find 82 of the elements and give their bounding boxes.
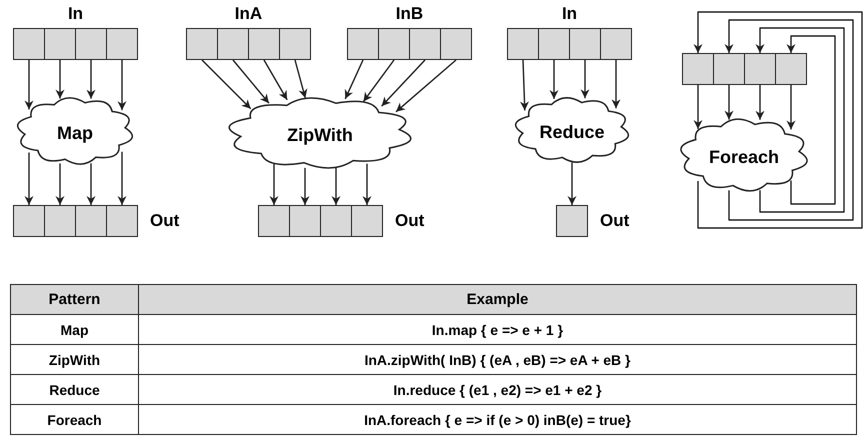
table-cell: In.reduce { (e1 , e2) => e1 + e2 }: [138, 374, 856, 404]
array-cell: [351, 205, 383, 237]
array-cell: [569, 28, 601, 60]
array-cell: [682, 53, 714, 85]
array-cell: [775, 53, 807, 85]
table-cell: Foreach: [10, 404, 138, 434]
arrow: [694, 85, 702, 129]
arrow: [568, 162, 576, 205]
array-cell: [13, 205, 45, 237]
cloud-label: Reduce: [539, 121, 605, 143]
array-cell: [44, 205, 76, 237]
arrow: [362, 60, 395, 102]
array-cell: [186, 28, 218, 60]
table-cell: ZipWith: [10, 344, 138, 374]
array-cell: [279, 28, 311, 60]
array-cell: [217, 28, 249, 60]
arrow: [396, 59, 456, 112]
arrow: [344, 60, 364, 100]
table-cell: Map: [10, 314, 138, 344]
arrow: [724, 85, 734, 120]
arrow: [612, 60, 620, 108]
array-cell: [538, 28, 570, 60]
arrow: [24, 60, 34, 110]
loop-arrow: [694, 11, 863, 229]
arrow: [86, 60, 96, 99]
cloud-label: ZipWith: [287, 124, 353, 146]
array-cell: [507, 28, 539, 60]
arrow: [300, 168, 310, 205]
loop-arrow: [786, 35, 836, 205]
array-cell: [713, 53, 745, 85]
arrow: [520, 60, 529, 110]
arrow: [56, 60, 64, 99]
loop-arrow: [724, 19, 854, 221]
array-cell: [409, 28, 441, 60]
arrow: [332, 168, 340, 205]
table-cell: Reduce: [10, 374, 138, 404]
table-cell: InA.zipWith( InB) { (eA , eB) => eA + eB }: [138, 344, 856, 374]
array-cell: [106, 205, 138, 237]
table-header-cell: Example: [138, 284, 856, 314]
array-cell: [378, 28, 410, 60]
array-cell: [600, 28, 632, 60]
arrow: [270, 164, 278, 205]
arrow: [86, 163, 96, 205]
table-header-cell: Pattern: [10, 284, 138, 314]
arrow: [232, 60, 270, 104]
output-label: Out: [150, 211, 180, 231]
array-cell: [248, 28, 280, 60]
arrow: [381, 60, 426, 107]
array-cell: [13, 28, 45, 60]
array-cell: [320, 205, 352, 237]
array-cell: [44, 28, 76, 60]
arrow: [294, 60, 308, 98]
array-cell: [744, 53, 776, 85]
array-label: In: [68, 4, 84, 24]
array-label: InB: [396, 4, 424, 24]
output-label: Out: [395, 211, 424, 231]
array-label: In: [562, 4, 578, 24]
table-cell: In.map { e => e + 1 }: [138, 314, 856, 344]
array-label: InA: [234, 4, 262, 24]
output-label: Out: [600, 211, 630, 231]
arrow: [580, 60, 590, 98]
array-cell: [75, 205, 107, 237]
cloud-label: Map: [57, 122, 93, 144]
arrow: [202, 60, 252, 110]
array-cell: [258, 205, 290, 237]
loop-arrow: [756, 27, 845, 213]
arrow: [118, 152, 126, 205]
arrow: [362, 164, 372, 205]
arrow: [756, 85, 764, 120]
arrow: [118, 60, 126, 110]
array-cell: [440, 28, 472, 60]
array-cell: [75, 28, 107, 60]
array-cell: [289, 205, 321, 237]
array-cell: [106, 28, 138, 60]
table-cell: InA.foreach { e => if (e > 0) inB(e) = true}: [138, 404, 856, 434]
arrow: [263, 60, 288, 100]
arrow: [786, 85, 796, 130]
array-cell: [347, 28, 379, 60]
arrow: [56, 163, 64, 205]
arrow: [550, 60, 558, 99]
cloud-label: Foreach: [708, 146, 780, 168]
arrow: [24, 152, 34, 205]
